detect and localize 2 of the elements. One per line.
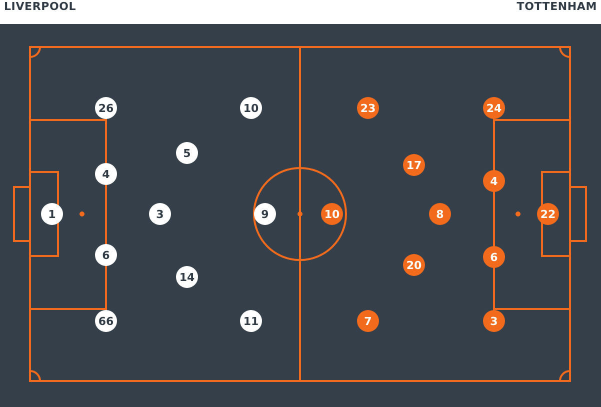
- team-name: LIVERPOOL: [4, 0, 76, 13]
- team-name: TOTTENHAM: [516, 0, 597, 13]
